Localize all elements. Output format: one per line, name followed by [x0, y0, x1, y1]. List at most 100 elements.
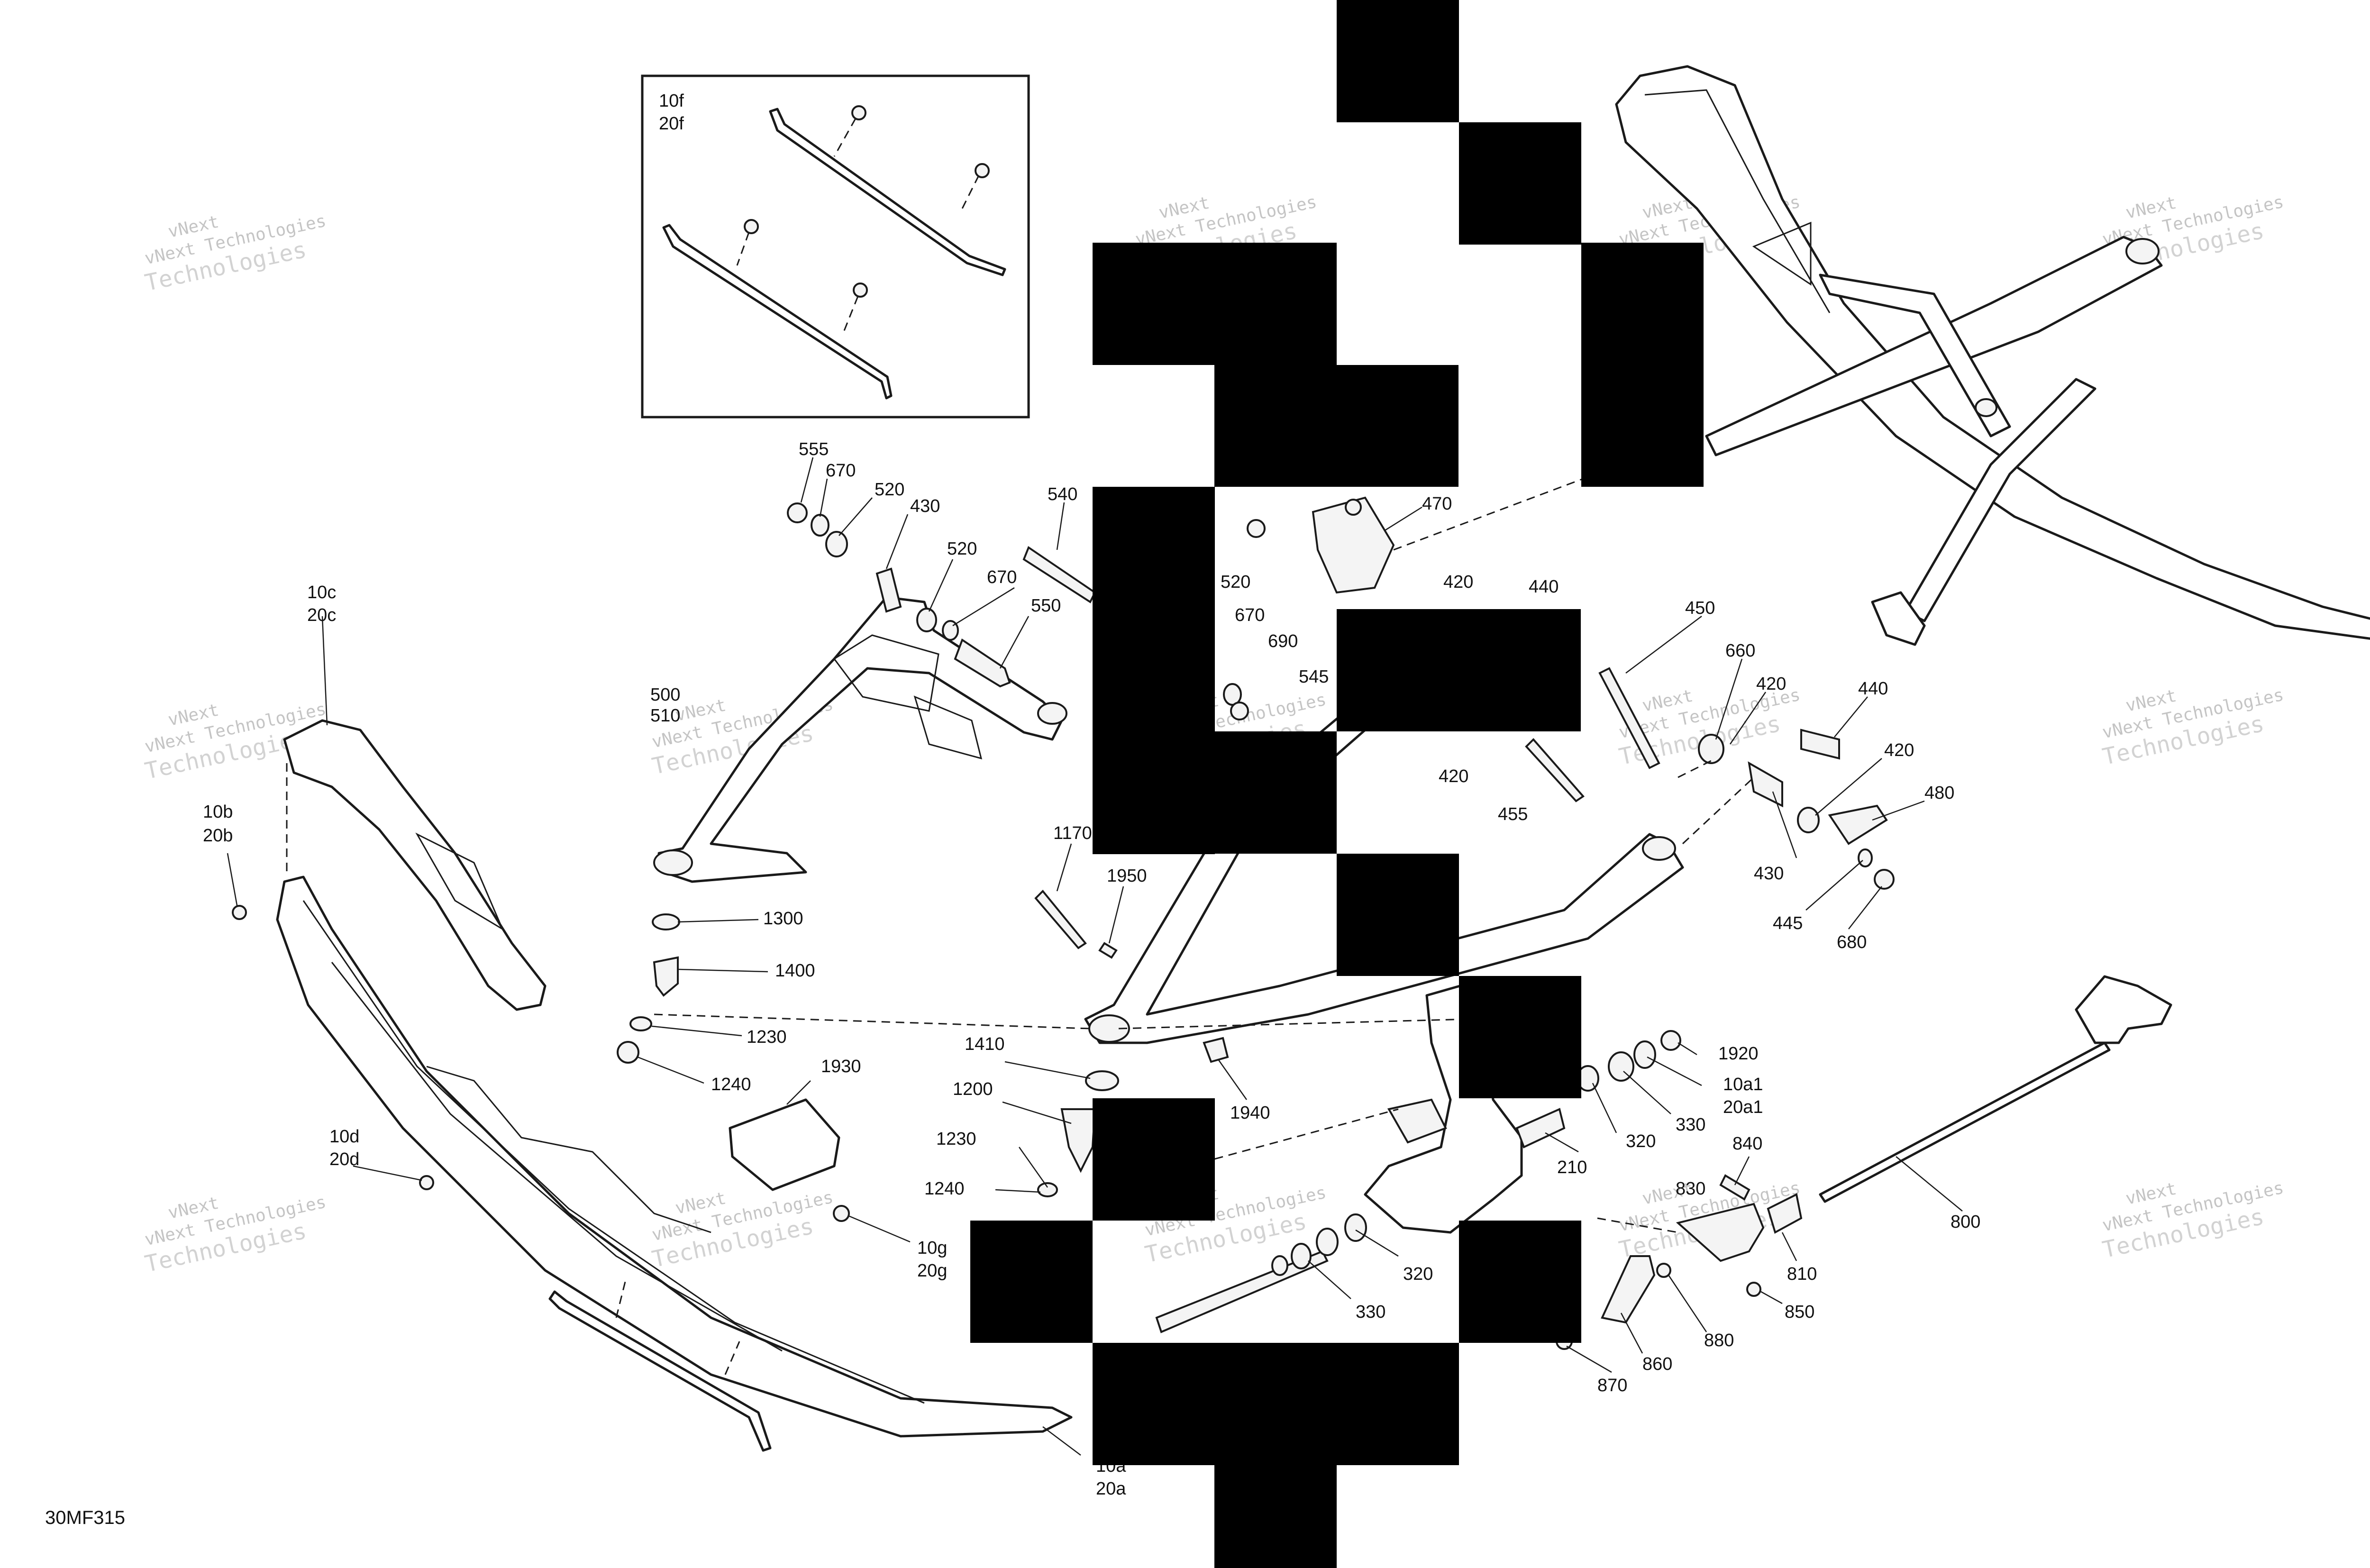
nut-680	[1874, 869, 1895, 890]
callout-320: 320	[1403, 1264, 1433, 1284]
bracket-830	[1676, 1203, 1765, 1262]
drawing-code: 30MF315	[45, 1507, 125, 1528]
callout-420: 420	[1756, 674, 1786, 694]
redaction-block	[1214, 365, 1458, 487]
assembly-tie-rod-end	[1871, 591, 1926, 646]
bushing-1400	[653, 956, 679, 997]
redaction-overlay	[970, 0, 1704, 1568]
ball-joint	[653, 849, 693, 876]
callout-10g: 10g	[917, 1238, 947, 1258]
callout-420: 420	[1884, 740, 1914, 760]
watermark: vNext vNext Technologies Technologies	[2100, 685, 2286, 770]
nut-880	[1656, 1263, 1671, 1278]
ski-loop	[283, 719, 547, 1011]
ski-wear-bar	[548, 1290, 772, 1452]
front-suspension-assembly	[1615, 65, 2370, 646]
washer-670	[811, 514, 830, 537]
nut	[853, 283, 868, 298]
washer-1230	[1037, 1182, 1058, 1197]
washer-1410	[1085, 1070, 1119, 1091]
callout-510: 510	[650, 706, 680, 726]
redaction-block	[1459, 122, 1581, 245]
callout-1170: 1170	[1053, 823, 1092, 843]
redaction-block	[1093, 731, 1337, 854]
nut	[1247, 519, 1266, 538]
redaction-block	[1581, 243, 1704, 487]
spindle-upper-mount	[1387, 1098, 1447, 1144]
callout-20a: 20a	[1096, 1479, 1126, 1499]
callout-520: 520	[947, 539, 977, 559]
callout-420: 420	[1443, 572, 1473, 592]
bushing-1200	[1060, 1108, 1096, 1173]
callout-1950: 1950	[1107, 866, 1147, 886]
callout-840: 840	[1732, 1134, 1762, 1154]
nut	[851, 105, 866, 120]
callout-850: 850	[1785, 1302, 1814, 1322]
assembly-shock	[1904, 378, 2097, 622]
washer-420	[1797, 807, 1820, 833]
callout-520: 520	[1221, 572, 1250, 592]
callout-670: 670	[826, 461, 856, 481]
bolt-550	[954, 638, 1011, 688]
callout-440: 440	[1858, 679, 1888, 699]
bushing-660	[1698, 734, 1724, 764]
callout-670: 670	[987, 567, 1017, 587]
callout-545: 545	[1299, 667, 1329, 687]
redaction-block	[1214, 1465, 1337, 1568]
callout-10d: 10d	[329, 1127, 359, 1147]
callout-1300: 1300	[763, 909, 803, 929]
watermark: vNext vNext Technologies Technologies	[2100, 1178, 2286, 1263]
washer	[1271, 1255, 1288, 1276]
assembly-nut	[1975, 398, 1997, 417]
spindle-shaft	[1515, 1108, 1566, 1149]
callout-860: 860	[1642, 1354, 1672, 1374]
callout-810: 810	[1787, 1264, 1817, 1284]
callout-210: 210	[1557, 1158, 1587, 1177]
ski-rubber-1930	[729, 1098, 840, 1191]
callout-330: 330	[1356, 1302, 1386, 1322]
callout-455: 455	[1498, 804, 1528, 824]
callout-550: 550	[1031, 596, 1061, 616]
washer	[1633, 1040, 1656, 1069]
callout-430: 430	[1754, 864, 1784, 884]
callout-870: 870	[1597, 1376, 1627, 1395]
callout-1230: 1230	[936, 1129, 976, 1149]
callout-1940: 1940	[1230, 1103, 1270, 1123]
nut-555	[787, 502, 808, 523]
redaction-block	[1337, 854, 1459, 976]
sway-bar-link-end	[2075, 975, 2172, 1044]
callout-20g: 20g	[917, 1261, 947, 1281]
redaction-block	[1459, 1221, 1581, 1343]
leader-lines	[227, 457, 1963, 1456]
callout-555: 555	[799, 439, 829, 459]
callout-420: 420	[1439, 766, 1468, 786]
callout-880: 880	[1704, 1331, 1734, 1350]
callout-10c: 10c	[307, 583, 336, 602]
runner-top	[769, 108, 1006, 276]
washer-1230	[629, 1016, 652, 1031]
redaction-block	[1459, 976, 1581, 1098]
callout-445: 445	[1773, 913, 1803, 933]
sleeve-430	[875, 567, 902, 613]
callout-1920: 1920	[1718, 1044, 1759, 1064]
sleeve-430	[1748, 761, 1783, 808]
bolt-450	[1598, 667, 1660, 769]
nut-850	[1746, 1282, 1761, 1297]
runner-bottom	[662, 224, 893, 400]
callout-470: 470	[1422, 494, 1452, 514]
watermark: vNext vNext Technologies Technologies	[143, 211, 328, 296]
lower-a-arm	[1034, 710, 1684, 1197]
plate-480	[1828, 804, 1888, 845]
bushing-330	[1608, 1051, 1634, 1082]
bushing-810	[1767, 1193, 1803, 1234]
callout-20a1: 20a1	[1723, 1097, 1763, 1117]
callout-20b: 20b	[203, 826, 233, 846]
callout-1230: 1230	[747, 1027, 787, 1047]
redaction-block	[1093, 1098, 1215, 1221]
washer-1300	[652, 913, 680, 930]
bushing-520	[825, 531, 848, 557]
callout-440: 440	[1529, 577, 1559, 597]
a-arm-bushing	[1037, 702, 1067, 725]
link-860	[1601, 1255, 1656, 1324]
bolt-10d	[419, 1175, 434, 1190]
